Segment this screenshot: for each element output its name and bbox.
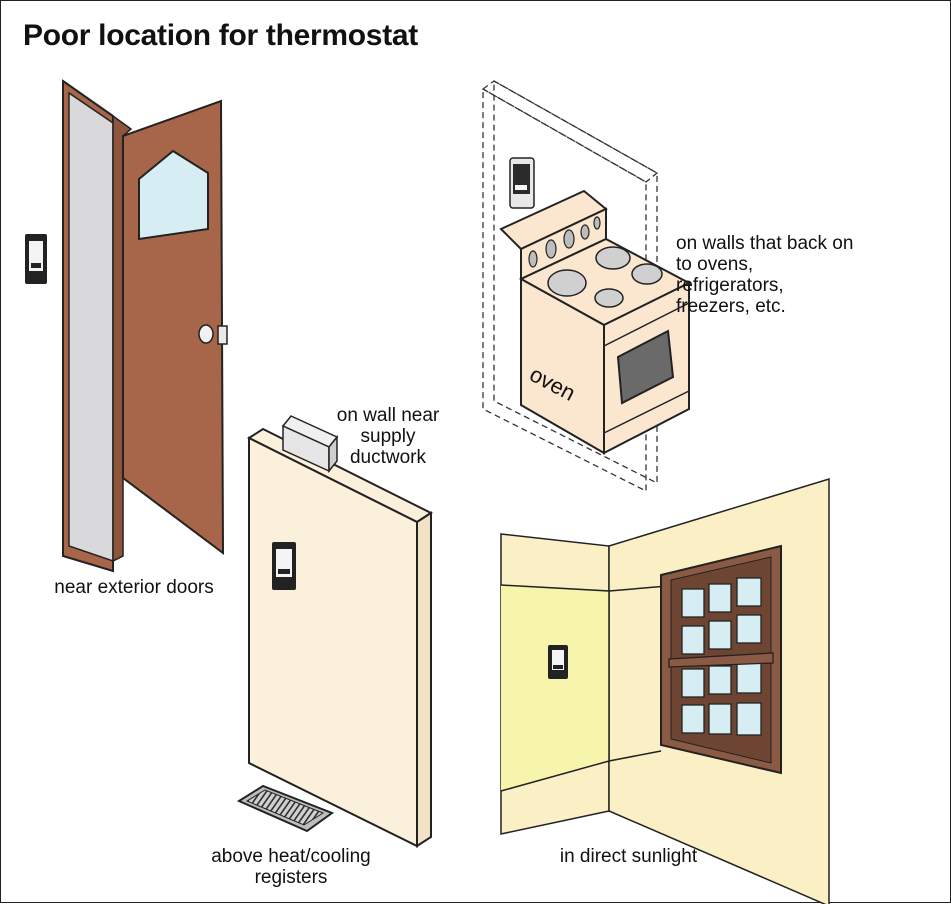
page-title: Poor location for thermostat — [23, 19, 418, 52]
burner-icon — [547, 246, 663, 308]
door-window — [138, 149, 209, 241]
door-opening — [68, 91, 114, 563]
oven-knobs — [528, 216, 601, 268]
caption-oven: on walls that back on to ovens, refriger… — [676, 233, 854, 317]
sunlight-scene — [500, 477, 830, 904]
caption-ductwork: on wall near supply ductwork — [336, 405, 440, 468]
oven-window — [616, 329, 675, 405]
caption-sunlight: in direct sunlight — [559, 846, 698, 867]
thermostat-icon — [25, 234, 47, 284]
room-window — [660, 544, 782, 775]
duct-scene — [236, 415, 434, 848]
register-grille-icon — [236, 784, 335, 833]
thermostat-icon — [272, 542, 296, 590]
caption-registers: above heat/cooling registers — [211, 846, 371, 888]
caption-doors: near exterior doors — [54, 577, 214, 598]
duct-box-icon — [281, 415, 339, 474]
sunlight-patch — [501, 585, 609, 791]
oven-scene: oven — [481, 79, 692, 493]
door-knob-icon — [198, 324, 228, 345]
thermostat-icon — [509, 157, 535, 209]
thermostat-icon — [548, 645, 568, 679]
door-scene — [25, 79, 228, 573]
